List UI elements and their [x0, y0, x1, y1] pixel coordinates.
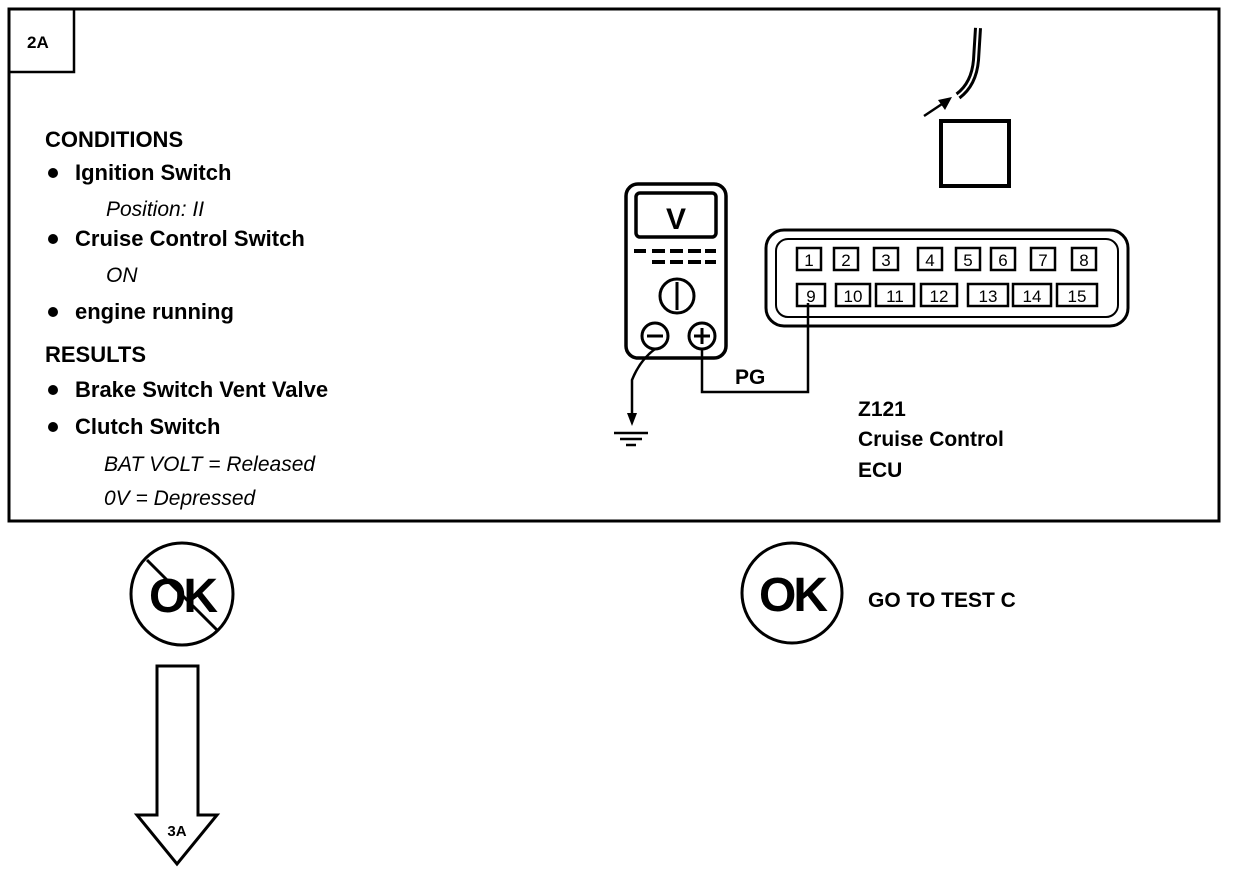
positive-lead-wire [700, 303, 810, 394]
bullet-icon [48, 234, 58, 244]
connector-pin-2: 2 [832, 246, 860, 272]
ground-lead-arrowhead-icon [627, 413, 637, 426]
connector-pin-label: 5 [963, 251, 972, 270]
step-label: 2A [27, 33, 49, 52]
condition-cruise-switch: Cruise Control Switch [75, 226, 305, 251]
step-label-box [7, 7, 76, 74]
voltmeter-keypad [634, 249, 716, 264]
connector-pin-label: 11 [886, 287, 904, 306]
next-step-label: 3A [167, 823, 186, 840]
bullet-icon [48, 385, 58, 395]
connector-pin-label: 9 [806, 287, 815, 306]
not-ok-strike [145, 558, 220, 633]
test-panel-frame [7, 7, 1221, 523]
harness-wire-core [957, 27, 979, 97]
connector-pin-9: 9 [795, 282, 827, 308]
condition-engine: engine running [75, 299, 234, 324]
connector-name-line2: ECU [858, 459, 902, 482]
voltmeter: V [624, 182, 728, 360]
condition-ignition: Ignition Switch [75, 160, 231, 185]
results-heading: RESULTS [45, 342, 146, 367]
result-detail-released: BAT VOLT = Released [104, 453, 316, 476]
connector-pin-3: 3 [872, 246, 900, 272]
connector-pin-15: 15 [1055, 282, 1099, 308]
connector-pin-label: 2 [841, 251, 850, 270]
wire-color-label: PG [735, 366, 765, 389]
connector-pin-row-top: 1 2 3 4 5 6 7 8 [795, 246, 1098, 272]
connector-pin-label: 8 [1079, 251, 1088, 270]
bullet-icon [48, 168, 58, 178]
connector-pin-label: 6 [998, 251, 1007, 270]
connector-pin-row-bottom: 9 10 11 12 13 14 15 [795, 282, 1099, 308]
condition-cruise-switch-detail: ON [106, 264, 138, 287]
condition-ignition-detail: Position: II [106, 198, 204, 221]
voltmeter-dial [658, 277, 696, 315]
connector-pin-8: 8 [1070, 246, 1098, 272]
connector-pin-10: 10 [834, 282, 872, 308]
connector-pin-7: 7 [1029, 246, 1057, 272]
connector-outer [764, 228, 1130, 328]
connector-pin-14: 14 [1011, 282, 1053, 308]
ground-icon [614, 431, 648, 447]
connector-name-line1: Cruise Control [858, 428, 1004, 451]
harness-arrowhead-icon [938, 97, 952, 110]
ok-label: OK [759, 569, 828, 622]
bullet-icon [48, 422, 58, 432]
connector-inner [775, 238, 1119, 318]
connector-pin-label: 12 [930, 287, 949, 306]
result-brake-vent-valve: Brake Switch Vent Valve [75, 377, 328, 402]
voltmeter-display [634, 191, 718, 239]
connector-pin-label: 4 [925, 251, 934, 270]
connector-id: Z121 [858, 398, 906, 421]
conditions-heading: CONDITIONS [45, 127, 183, 152]
ground-lead [630, 347, 656, 420]
connector-pin-5: 5 [954, 246, 982, 272]
connector-pin-label: 15 [1068, 287, 1087, 306]
connector-pin-6: 6 [989, 246, 1017, 272]
connector-pin-4: 4 [916, 246, 944, 272]
bullet-icon [48, 307, 58, 317]
connector-pin-13: 13 [966, 282, 1010, 308]
connector-pin-label: 10 [844, 287, 863, 306]
connector-pin-1: 1 [795, 246, 823, 272]
result-clutch-switch: Clutch Switch [75, 414, 220, 439]
ok-symbol: OK [740, 541, 844, 645]
connector-pin-11: 11 [874, 282, 916, 308]
ok-action-text: GO TO TEST C [868, 589, 1016, 612]
voltmeter-unit: V [666, 203, 686, 236]
not-ok-symbol: OK [129, 541, 235, 647]
connector-pin-label: 14 [1023, 287, 1042, 306]
connector-pin-label: 3 [881, 251, 890, 270]
result-detail-depressed: 0V = Depressed [104, 487, 256, 510]
connector-pin-label: 7 [1038, 251, 1047, 270]
ecu-body [939, 119, 1011, 188]
next-step-arrow [133, 664, 221, 867]
connector-pin-label: 13 [979, 287, 998, 306]
connector-pin-label: 1 [804, 251, 813, 270]
connector-pin-12: 12 [919, 282, 959, 308]
